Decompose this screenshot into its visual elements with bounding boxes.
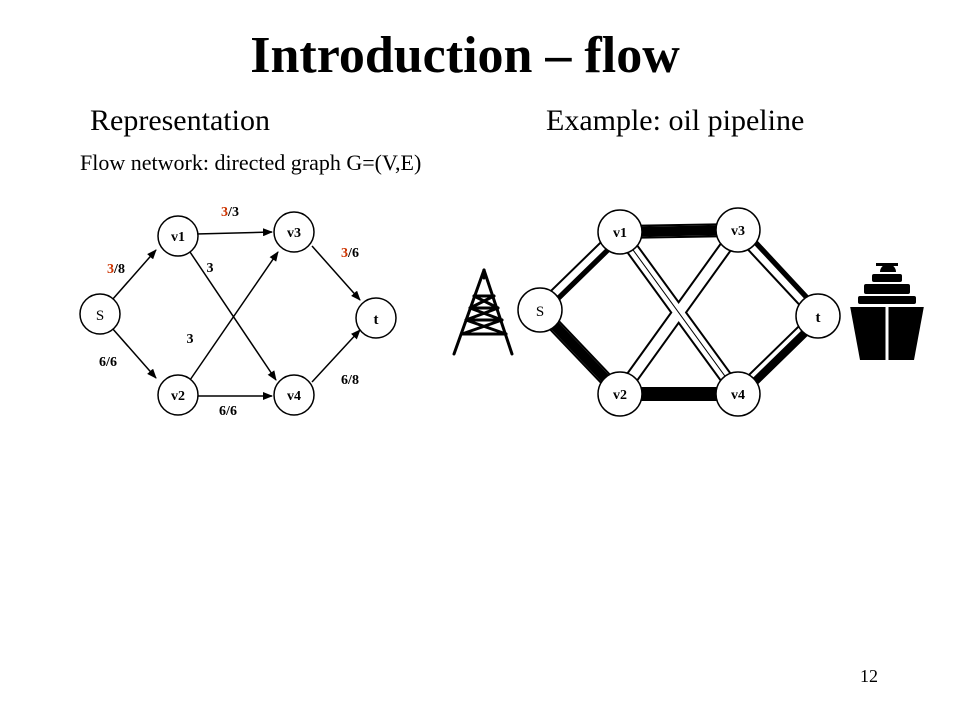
flow-separator: / — [347, 246, 353, 261]
flow-separator: / — [347, 373, 353, 388]
flow-network-graph: S v1 v2 v3 v4 t 3/8 6/6 3/3 3 3 6/6 3/6 … — [79, 205, 397, 419]
flow-value: 3 — [341, 246, 348, 261]
flow-value: 6 — [99, 355, 106, 370]
edge-label-v3-t: 3/6 — [341, 246, 359, 261]
edge-label-v1-v3: 3/3 — [221, 205, 239, 220]
node-v3-label: v3 — [287, 226, 301, 241]
pipeline-node-v4: v4 — [715, 371, 761, 417]
node-v1-label: v1 — [171, 230, 185, 245]
pipeline-node-v2: v2 — [597, 371, 643, 417]
capacity-value: 6 — [110, 355, 117, 370]
edge-label-v2-v4: 6/6 — [219, 404, 237, 419]
flow-separator: / — [225, 404, 231, 419]
representation-heading: Representation — [90, 104, 270, 137]
capacity-value: 3 — [232, 205, 239, 220]
pipeline-node-s-label: S — [536, 304, 544, 320]
node-v3: v3 — [273, 211, 315, 253]
edge-v3-t — [311, 245, 361, 301]
flow-network-caption: Flow network: directed graph G=(V,E) — [80, 150, 422, 175]
pipeline-node-v3-label: v3 — [731, 224, 745, 239]
pipeline-node-v1-label: v1 — [613, 226, 627, 241]
pipeline-node-v1: v1 — [597, 209, 643, 255]
node-t: t — [355, 297, 397, 339]
node-s: S — [79, 293, 121, 335]
edge-s-v1 — [111, 249, 157, 301]
edge-v2-v3 — [189, 251, 279, 381]
slide-title: Introduction – flow — [250, 27, 680, 84]
flow-value: 6 — [219, 404, 226, 419]
edge-s-v2 — [111, 327, 157, 379]
flow-value: 6 — [341, 373, 348, 388]
pipeline-node-v4-label: v4 — [731, 388, 745, 403]
node-v1: v1 — [157, 215, 199, 257]
oil-derrick-icon — [452, 268, 514, 356]
pipeline-example-heading: Example: oil pipeline — [546, 104, 805, 137]
pipeline-node-s: S — [517, 287, 563, 333]
edge-v1-v3 — [195, 228, 273, 237]
oil-pipeline-diagram: S v1 v2 v3 v4 t — [452, 207, 924, 417]
capacity-value: 6 — [230, 404, 237, 419]
edge-v4-t — [311, 329, 361, 383]
pipeline-node-v2-label: v2 — [613, 388, 627, 403]
pipeline-node-t-label: t — [816, 310, 821, 326]
flow-separator: / — [113, 262, 119, 277]
node-v2-label: v2 — [171, 389, 185, 404]
capacity-value: 8 — [118, 262, 125, 277]
node-v2: v2 — [157, 374, 199, 416]
edge-label-v2-v3: 3 — [187, 332, 194, 347]
flow-value: 3 — [221, 205, 228, 220]
capacity-value: 8 — [352, 373, 359, 388]
oil-v1-v4 — [619, 231, 739, 395]
capacity-value: 6 — [352, 246, 359, 261]
flow-value: 3 — [107, 262, 114, 277]
node-s-label: S — [96, 308, 104, 324]
page-number: 12 — [860, 666, 878, 686]
ship-icon — [850, 263, 924, 360]
node-t-label: t — [374, 312, 379, 328]
pipeline-node-t: t — [795, 293, 841, 339]
node-v4-label: v4 — [287, 389, 301, 404]
pipe-interiors — [536, 225, 822, 399]
flow-separator: / — [227, 205, 233, 220]
pipeline-node-v3: v3 — [715, 207, 761, 253]
edge-label-v1-v4: 3 — [207, 261, 214, 276]
node-v4: v4 — [273, 374, 315, 416]
edge-label-s-v2: 6/6 — [99, 355, 117, 370]
flow-separator: / — [105, 355, 111, 370]
edge-label-v4-t: 6/8 — [341, 373, 359, 388]
edge-v1-v4 — [189, 251, 277, 381]
edge-label-s-v1: 3/8 — [107, 262, 125, 277]
